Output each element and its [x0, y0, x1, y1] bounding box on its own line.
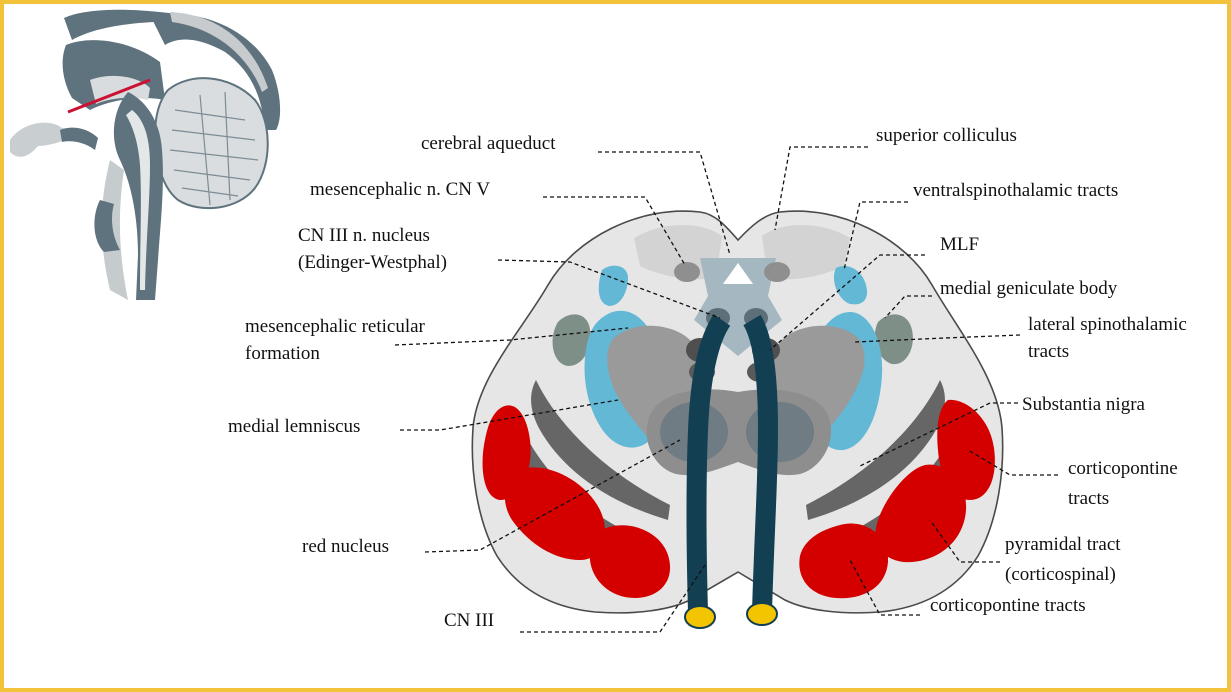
label-ventral-spinothalamic: ventralspinothalamic tracts: [913, 180, 1118, 201]
label-pyramidal-line1: pyramidal tract: [1005, 534, 1121, 555]
left-mesencephalic-nucleus: [674, 262, 700, 282]
sagittal-optic-region: [60, 128, 98, 150]
label-mesencephalic-cn-v: mesencephalic n. CN V: [310, 179, 490, 200]
right-red-nucleus: [746, 402, 814, 462]
sagittal-brain-thumbnail: [10, 10, 280, 300]
label-medial-geniculate: medial geniculate body: [940, 278, 1118, 299]
label-pyramidal-line2: (corticospinal): [1005, 564, 1116, 585]
right-cn3-tip: [747, 603, 777, 625]
left-cn3-tip: [685, 606, 715, 628]
midbrain-section: [472, 211, 1002, 628]
label-lateral-spinothalamic-line2: tracts: [1028, 341, 1069, 362]
label-cn3-nucleus-line1: CN III n. nucleus: [298, 225, 430, 246]
sagittal-cerebellum: [155, 78, 268, 208]
label-substantia-nigra: Substantia nigra: [1022, 394, 1146, 415]
label-cn3-nucleus-line2: (Edinger-Westphal): [298, 252, 447, 273]
label-superior-colliculus: superior colliculus: [876, 125, 1017, 146]
label-reticular-line2: formation: [245, 343, 320, 364]
label-lateral-spinothalamic-line1: lateral spinothalamic: [1028, 314, 1187, 335]
label-red-nucleus: red nucleus: [302, 536, 389, 557]
label-corticopontine-right-line2: tracts: [1068, 488, 1109, 509]
label-cn3: CN III: [444, 610, 494, 631]
label-reticular-line1: mesencephalic reticular: [245, 316, 426, 337]
label-medial-lemniscus: medial lemniscus: [228, 416, 360, 437]
label-corticopontine-bottom: corticopontine tracts: [930, 595, 1086, 616]
sagittal-diencephalon: [63, 40, 165, 110]
label-mlf: MLF: [940, 234, 979, 255]
label-corticopontine-right-line1: corticopontine: [1068, 458, 1178, 479]
label-cerebral-aqueduct: cerebral aqueduct: [421, 133, 556, 154]
right-mesencephalic-nucleus: [764, 262, 790, 282]
